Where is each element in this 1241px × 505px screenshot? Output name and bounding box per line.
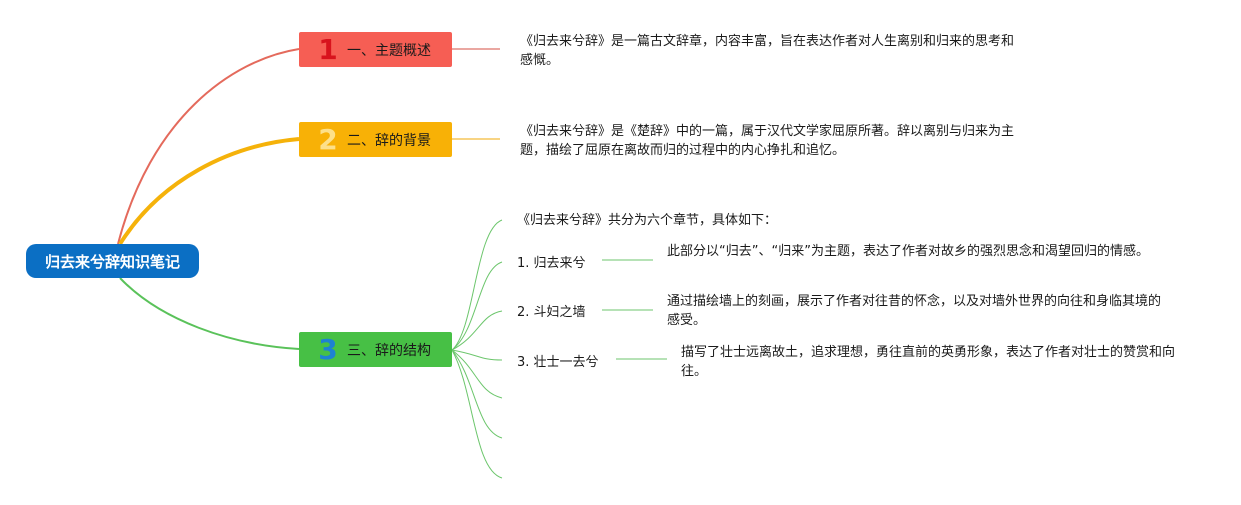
number-2-icon: 2 — [318, 122, 338, 156]
connector-root-branch-2 — [118, 137, 300, 246]
branch-label-3: 三、辞的结构 — [347, 342, 431, 359]
connector-root-branch-3 — [119, 277, 300, 350]
root-title: 归去来兮辞知识笔记 — [44, 252, 180, 271]
branch-label-1: 一、主题概述 — [347, 42, 431, 59]
branch-label-2: 二、辞的背景 — [347, 132, 431, 149]
connector-root-branch-1 — [117, 48, 300, 245]
section-description-1[interactable]: 此部分以“归去”、“归来”为主题，表达了作者对故乡的强烈思念和渴望回归的情感。 — [667, 244, 1149, 259]
branch-1-description[interactable]: 《归去来兮辞》是一篇古文辞章，内容丰富，旨在表达作者对人生离别和归来的思考和感慨… — [520, 34, 1015, 68]
section-label-1[interactable]: 1. 归去来兮 — [517, 256, 586, 271]
branch-3-fanout — [451, 219, 503, 479]
section-description-3[interactable]: 描写了壮士远离故土，追求理想，勇往直前的英勇形象，表达了作者对壮士的赞赏和向往。 — [681, 345, 1176, 379]
branch-3-intro[interactable]: 《归去来兮辞》共分为六个章节，具体如下： — [517, 213, 778, 228]
branch-node-3[interactable]: 3 三、辞的结构 — [299, 332, 452, 367]
number-1-icon: 1 — [318, 32, 338, 66]
branch-2-description[interactable]: 《归去来兮辞》是《楚辞》中的一篇，属于汉代文学家屈原所著。辞以离别与归来为主题，… — [520, 124, 1015, 158]
number-3-icon: 3 — [318, 332, 338, 366]
branch-node-1[interactable]: 1 一、主题概述 — [299, 32, 452, 67]
section-description-2[interactable]: 通过描绘墙上的刻画，展示了作者对往昔的怀念，以及对墙外世界的向往和身临其境的感受… — [667, 294, 1162, 328]
root-node[interactable]: 归去来兮辞知识笔记 — [26, 244, 199, 278]
branch-node-2[interactable]: 2 二、辞的背景 — [299, 122, 452, 157]
section-label-2[interactable]: 2. 斗妇之墙 — [517, 305, 586, 320]
section-label-3[interactable]: 3. 壮士一去兮 — [517, 355, 599, 370]
